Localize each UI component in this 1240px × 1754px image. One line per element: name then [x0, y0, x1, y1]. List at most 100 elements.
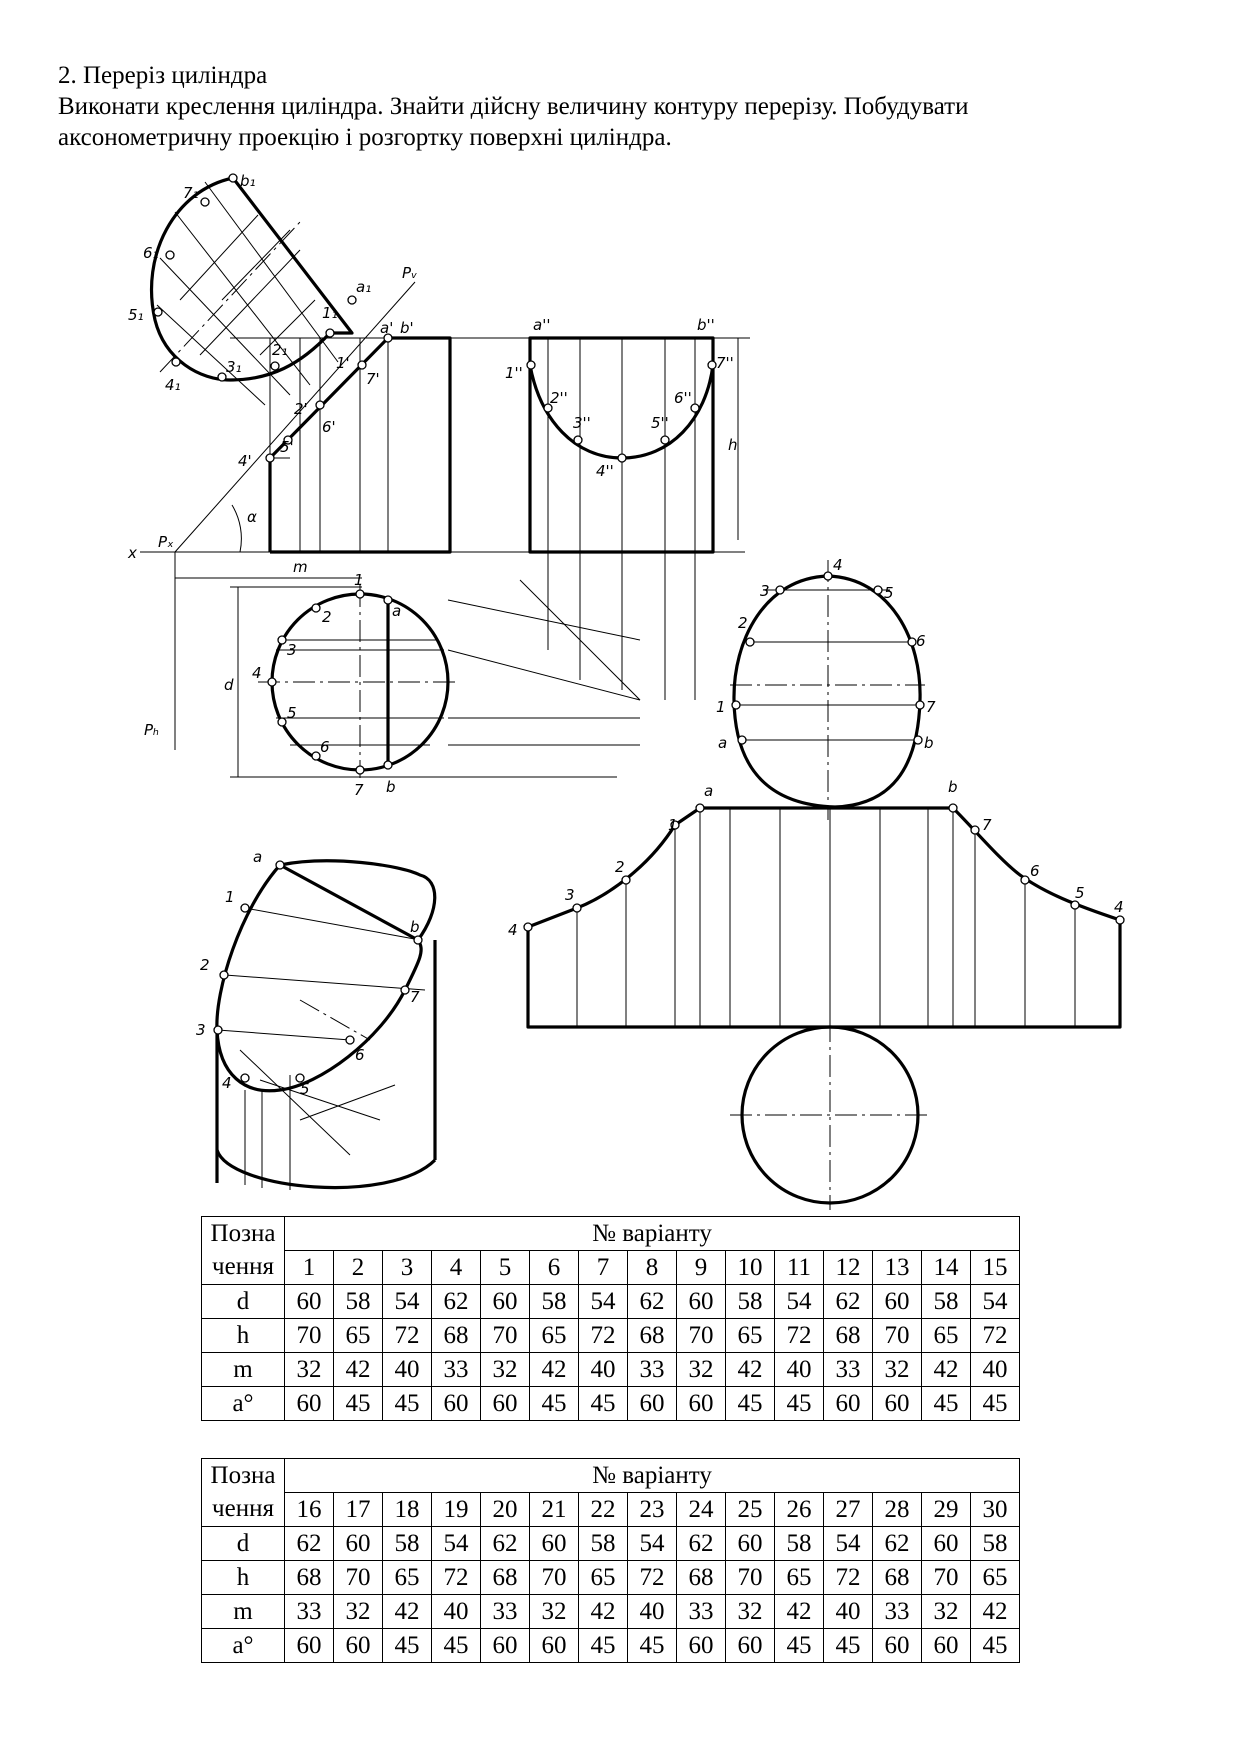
- table-cell: 60: [431, 1386, 481, 1421]
- table-cell: 45: [578, 1628, 628, 1663]
- table-cell: 40: [774, 1352, 824, 1387]
- row-label: h: [201, 1560, 285, 1595]
- variant-number: 22: [578, 1492, 628, 1527]
- variant-number: 2: [333, 1250, 383, 1285]
- table-cell: 60: [284, 1386, 334, 1421]
- variant-numbers-row: чення 1 2 3 4 5 6 7 8 9 10 11 12 13 14 1…: [201, 1250, 1020, 1285]
- oval-label-7: 7: [926, 698, 936, 716]
- table-cell: 54: [578, 1284, 628, 1319]
- variant-number: 18: [382, 1492, 432, 1527]
- table-cell: 45: [970, 1386, 1020, 1421]
- dev-label-4-left: 4: [508, 921, 518, 939]
- variant-number: 3: [382, 1250, 432, 1285]
- table-cell: 65: [578, 1560, 628, 1595]
- table-cell: 72: [578, 1318, 628, 1353]
- table-cell: 62: [480, 1526, 530, 1561]
- designation-header-top: Позна: [201, 1458, 285, 1493]
- variant-header: № варіанту: [284, 1458, 1020, 1493]
- label-5-prime: 5': [280, 438, 294, 456]
- table-cell: 45: [774, 1386, 824, 1421]
- table-cell: 45: [382, 1386, 432, 1421]
- axo-label-b: b: [410, 918, 420, 936]
- designation-header-bottom: чення: [201, 1250, 285, 1285]
- table-cell: 45: [529, 1386, 579, 1421]
- row-label: a°: [201, 1386, 285, 1421]
- dev-label-3: 3: [565, 886, 575, 904]
- table-cell: 70: [872, 1318, 922, 1353]
- label-1-prime: 1': [336, 354, 350, 372]
- table-cell: 32: [921, 1594, 971, 1629]
- variant-number: 5: [480, 1250, 530, 1285]
- table-cell: 62: [872, 1526, 922, 1561]
- table-cell: 60: [529, 1526, 579, 1561]
- label-a-prime: a': [380, 319, 393, 337]
- table-cell: 68: [676, 1560, 726, 1595]
- table-cell: 68: [823, 1318, 873, 1353]
- table-cell: 42: [382, 1594, 432, 1629]
- table-cell: 40: [970, 1352, 1020, 1387]
- front-view: a' b' 1' 7' 2' 6' 4' 5': [230, 319, 750, 554]
- variant-numbers-row: чення 16 17 18 19 20 21 22 23 24 25 26 2…: [201, 1492, 1020, 1527]
- construction-lines: [447, 552, 696, 746]
- axis-label-d: d: [224, 676, 234, 694]
- table-cell: 33: [480, 1594, 530, 1629]
- top-label-a: a: [392, 602, 401, 620]
- table-cell: 68: [480, 1560, 530, 1595]
- task-heading: 2. Переріз циліндра Виконати креслення ц…: [58, 60, 1188, 153]
- table-cell: 40: [382, 1352, 432, 1387]
- side-view: a'' b'' 1'' 7'' 2'' 6'' 3'' 5'' 4'': [505, 316, 739, 554]
- designation-header-bottom: чення: [201, 1492, 285, 1527]
- row-label: m: [201, 1594, 285, 1629]
- axo-label-1: 1: [225, 888, 235, 906]
- axo-label-6: 6: [355, 1046, 365, 1064]
- variant-number: 28: [872, 1492, 922, 1527]
- label-2-dprime: 2'': [550, 389, 568, 407]
- row-label: m: [201, 1352, 285, 1387]
- label-11: 1₁: [322, 304, 338, 322]
- label-3-dprime: 3'': [573, 414, 591, 432]
- top-label-4: 4: [252, 664, 262, 682]
- plane-trace-pv: [174, 281, 416, 553]
- variant-number: 17: [333, 1492, 383, 1527]
- table-cell: 60: [872, 1628, 922, 1663]
- table-cell: 60: [872, 1386, 922, 1421]
- variant-number: 30: [970, 1492, 1020, 1527]
- label-51: 5₁: [128, 306, 144, 324]
- table-cell: 32: [676, 1352, 726, 1387]
- table-cell: 65: [333, 1318, 383, 1353]
- label-pv: Pᵥ: [402, 264, 417, 282]
- label-b-dprime: b'': [697, 316, 715, 334]
- dev-label-b: b: [948, 778, 958, 796]
- table-cell: 60: [480, 1284, 530, 1319]
- variant-number: 11: [774, 1250, 824, 1285]
- development-true-shape: 4 3 5 2 6 1 7 a b: [716, 556, 936, 820]
- table-cell: 45: [970, 1628, 1020, 1663]
- variant-number: 29: [921, 1492, 971, 1527]
- table-cell: 68: [627, 1318, 677, 1353]
- table-row-alpha: a° 60 45 45 60 60 45 45 60 60 45 45 60 6…: [201, 1386, 1020, 1421]
- table-cell: 54: [431, 1526, 481, 1561]
- table-cell: 40: [578, 1352, 628, 1387]
- table-cell: 68: [431, 1318, 481, 1353]
- variant-number: 23: [627, 1492, 677, 1527]
- table-cell: 60: [676, 1284, 726, 1319]
- table-cell: 65: [921, 1318, 971, 1353]
- variant-number: 19: [431, 1492, 481, 1527]
- variant-number: 8: [627, 1250, 677, 1285]
- label-4-prime: 4': [238, 452, 252, 470]
- table-cell: 60: [823, 1386, 873, 1421]
- oval-label-b: b: [924, 734, 934, 752]
- dev-label-4-right: 4: [1114, 898, 1124, 916]
- table-cell: 65: [382, 1560, 432, 1595]
- table-cell: 70: [284, 1318, 334, 1353]
- table-cell: 32: [284, 1352, 334, 1387]
- oval-label-2: 2: [738, 614, 748, 632]
- table-cell: 54: [627, 1526, 677, 1561]
- table-cell: 60: [627, 1386, 677, 1421]
- designation-header-top: Позна: [201, 1216, 285, 1251]
- development-base: [730, 1020, 930, 1210]
- table-cell: 45: [725, 1386, 775, 1421]
- label-61: 6₁: [143, 244, 159, 262]
- dev-label-2: 2: [615, 858, 625, 876]
- variant-number: 13: [872, 1250, 922, 1285]
